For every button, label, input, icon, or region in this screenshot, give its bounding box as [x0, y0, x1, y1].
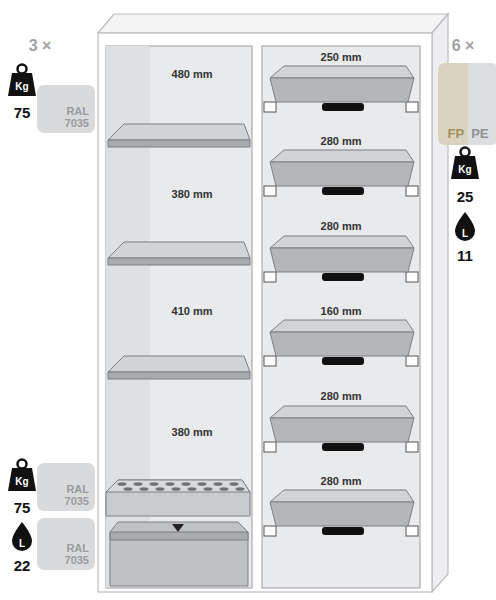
tray-front [270, 162, 414, 186]
drawer-trays [264, 66, 418, 536]
grid-hole [236, 487, 245, 491]
runner [406, 272, 418, 282]
quantity-label: 6 × [452, 37, 475, 55]
cabinet-top [98, 14, 448, 33]
drop-icon-text: L [462, 228, 468, 239]
shelf-top [108, 242, 250, 258]
tray-handle [322, 357, 364, 365]
volume-value: 22 [14, 558, 31, 575]
grid-hole [166, 482, 175, 486]
dimension-label: 280 mm [318, 475, 365, 487]
dimension-label: 280 mm [318, 390, 365, 402]
tray-handle [322, 273, 364, 281]
tray-rim [270, 320, 414, 332]
tray-front [270, 78, 414, 102]
insert-arrow [172, 524, 184, 532]
grid-hole [230, 482, 239, 486]
load-value: 75 [14, 105, 31, 122]
badge-text: RAL 7035 [55, 542, 89, 566]
dimension-label: 280 mm [318, 135, 365, 147]
sump-rim [110, 532, 248, 540]
runner [264, 526, 276, 536]
color-badge: RAL 7035 [37, 85, 95, 133]
weight-icon-text: Kg [458, 164, 471, 175]
dimension-label: 380 mm [169, 426, 216, 438]
tray-rim [270, 490, 414, 502]
runner [406, 186, 418, 196]
material-badge: FP PE [438, 63, 496, 145]
dimension-label: 410 mm [169, 305, 216, 317]
tray-front [270, 332, 414, 356]
grid-hole [198, 482, 207, 486]
cabinet-front [98, 33, 432, 592]
weight-icon-text: Kg [15, 81, 28, 92]
shelf-top [108, 356, 250, 372]
tray-rim [270, 406, 414, 418]
shelf-front [108, 140, 250, 147]
left-compartment [106, 46, 252, 588]
shelf-front [108, 372, 250, 379]
grid-hole [188, 487, 197, 491]
tray-rim [270, 150, 414, 162]
shelf-top [108, 124, 250, 140]
grid-hole [118, 482, 127, 486]
runner [406, 526, 418, 536]
tray-handle [322, 187, 364, 195]
load-value: 25 [457, 189, 474, 206]
dimension-label: 160 mm [318, 305, 365, 317]
grid-holes [118, 482, 245, 491]
runner [264, 186, 276, 196]
tray-front [270, 248, 414, 272]
shelves [108, 124, 250, 379]
tray-rim [270, 236, 414, 248]
runner [406, 102, 418, 112]
tray-handle [322, 103, 364, 111]
grid-hole [134, 482, 143, 486]
quantity-label: 3 × [29, 37, 52, 55]
volume-value: 11 [457, 248, 473, 265]
grid-hole [182, 482, 191, 486]
dimension-label: 380 mm [169, 188, 216, 200]
grid-insert [106, 480, 250, 516]
runner [264, 102, 276, 112]
weight-icons [8, 65, 479, 492]
load-value: 75 [14, 500, 31, 517]
grid-hole [124, 487, 133, 491]
runner [264, 272, 276, 282]
right-compartment [262, 46, 420, 588]
weight-icon-text: Kg [15, 476, 28, 487]
grid-hole [220, 487, 229, 491]
color-badge: RAL 7035 [37, 463, 95, 511]
badge-text: RAL 7035 [55, 105, 89, 129]
color-badge: RAL 7035 [37, 518, 95, 570]
badge-text: FP [448, 127, 465, 141]
dimension-label: 250 mm [318, 51, 365, 63]
runner [406, 356, 418, 366]
runner [406, 442, 418, 452]
grid-hole [156, 487, 165, 491]
shelf-front [108, 258, 250, 265]
dimension-label: 280 mm [318, 220, 365, 232]
badge-text: PE [471, 127, 488, 141]
tray-front [270, 502, 414, 526]
tray-handle [322, 527, 364, 535]
drop-icons [12, 212, 475, 551]
tray-handle [322, 443, 364, 451]
badge-text: RAL 7035 [55, 483, 89, 507]
drop-icon-text: L [19, 538, 25, 549]
tray-front [270, 418, 414, 442]
grid-insert-top [106, 480, 250, 492]
grid-hole [140, 487, 149, 491]
tray-rim [270, 66, 414, 78]
grid-hole [150, 482, 159, 486]
runner [264, 442, 276, 452]
runner [264, 356, 276, 366]
dimension-label: 480 mm [169, 68, 216, 80]
grid-hole [204, 487, 213, 491]
grid-hole [214, 482, 223, 486]
sump-tray [110, 522, 248, 586]
grid-hole [172, 487, 181, 491]
